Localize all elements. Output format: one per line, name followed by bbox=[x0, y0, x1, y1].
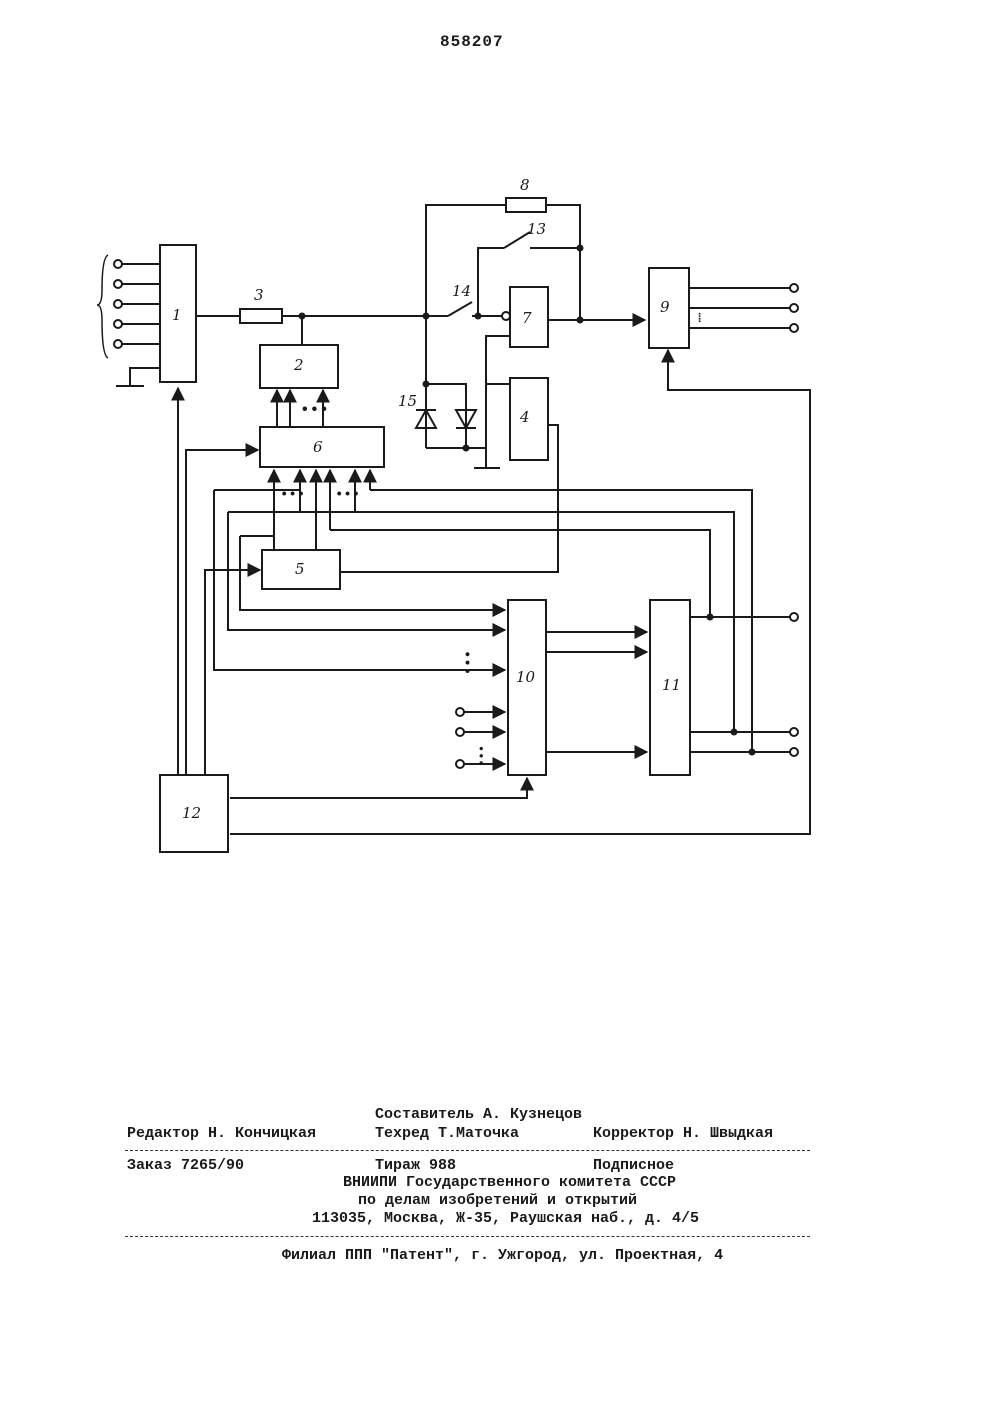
diode-15-label: 15 bbox=[398, 392, 417, 410]
resistor-3-label: 3 bbox=[254, 286, 264, 304]
imprint-address: 113035, Москва, Ж-35, Раушская наб., д. … bbox=[312, 1210, 699, 1227]
block-10-label: 10 bbox=[516, 668, 536, 686]
block-12-label: 12 bbox=[182, 804, 201, 822]
block-11: 11 bbox=[650, 600, 690, 775]
block-10: 10 bbox=[508, 600, 546, 775]
diode-15: 15 bbox=[398, 392, 436, 428]
imprint-divider-1 bbox=[125, 1150, 810, 1151]
imprint-org-line2: по делам изобретений и открытий bbox=[358, 1192, 637, 1209]
block-diagram: 1 3 2 ••• 6 ••• ••• 5 bbox=[0, 0, 1000, 880]
resistor-8-label: 8 bbox=[520, 176, 530, 194]
block-4-label: 4 bbox=[519, 408, 530, 426]
svg-text:•••: ••• bbox=[473, 745, 487, 767]
imprint-circulation: Тираж 988 bbox=[375, 1157, 456, 1174]
block-6: 6 bbox=[260, 427, 384, 467]
block-5-label: 5 bbox=[295, 560, 305, 578]
svg-text:•••: ••• bbox=[458, 650, 474, 675]
block-12: 12 bbox=[160, 775, 228, 852]
block-9: 9 bbox=[649, 268, 689, 348]
block-9-label: 9 bbox=[660, 298, 670, 316]
block-6-label: 6 bbox=[313, 438, 323, 456]
imprint-compiler: Составитель А. Кузнецов bbox=[375, 1106, 582, 1123]
imprint-org-line1: ВНИИПИ Государственного комитета СССР bbox=[343, 1174, 676, 1191]
block-1-label: 1 bbox=[172, 306, 182, 324]
svg-text:•••: ••• bbox=[335, 487, 360, 503]
block-2: 2 bbox=[260, 345, 338, 388]
svg-text:•••: ••• bbox=[300, 401, 329, 419]
resistor-8: 8 bbox=[506, 176, 546, 212]
input-terminals-block-1 bbox=[114, 260, 160, 386]
block-5: 5 bbox=[262, 550, 340, 589]
block-1: 1 bbox=[160, 245, 196, 382]
imprint-editor: Редактор Н. Кончицкая bbox=[127, 1125, 316, 1142]
block-7-label: 7 bbox=[522, 309, 532, 327]
resistor-3: 3 bbox=[240, 286, 282, 323]
imprint-subscription: Подписное bbox=[593, 1157, 674, 1174]
imprint-branch: Филиал ППП "Патент", г. Ужгород, ул. Про… bbox=[282, 1247, 723, 1264]
svg-text:⁞: ⁞ bbox=[696, 312, 703, 326]
imprint-order: Заказ 7265/90 bbox=[127, 1157, 244, 1174]
switch-14-label: 14 bbox=[452, 282, 471, 300]
imprint-techred: Техред Т.Маточка bbox=[375, 1125, 519, 1142]
imprint-corrector: Корректор Н. Швыдкая bbox=[593, 1125, 773, 1142]
block-7: 7 bbox=[510, 287, 548, 347]
imprint-divider-2 bbox=[125, 1236, 810, 1237]
block-11-label: 11 bbox=[662, 676, 681, 694]
switch-13-label: 13 bbox=[527, 220, 546, 238]
block-4: 4 bbox=[510, 378, 548, 460]
block-2-label: 2 bbox=[293, 356, 304, 374]
